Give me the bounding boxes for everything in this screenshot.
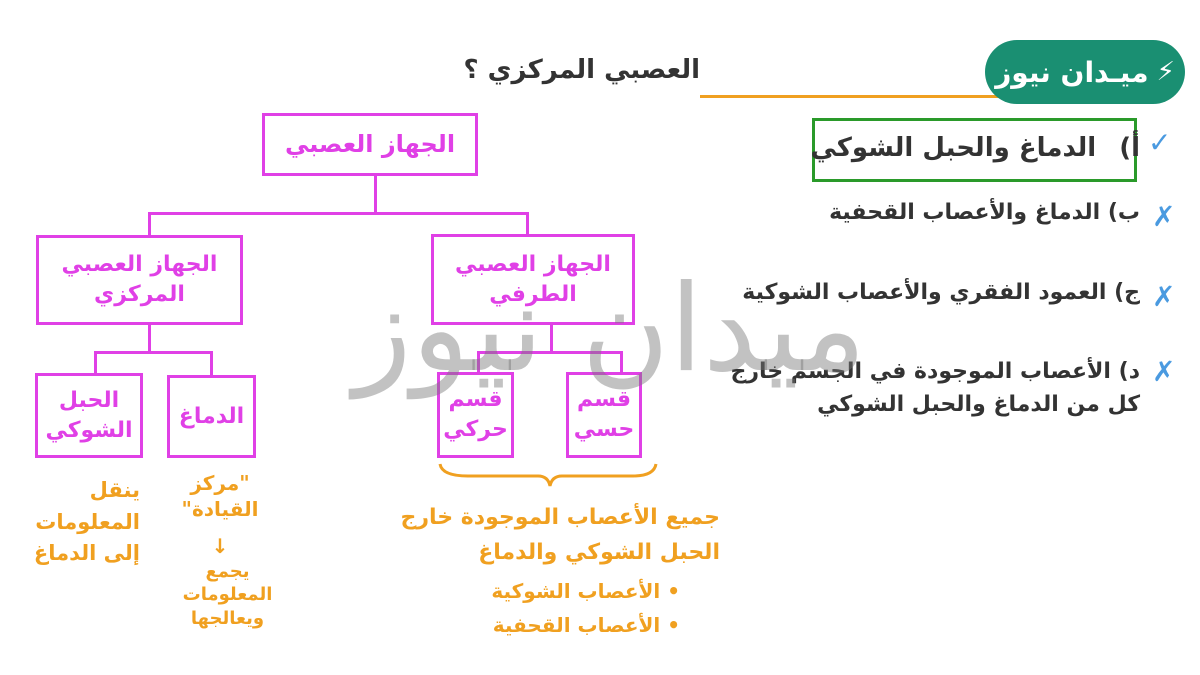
correct-answer-box bbox=[812, 118, 1137, 182]
brace bbox=[438, 463, 658, 487]
option-c: ج) العمود الفقري والأعصاب الشوكية bbox=[742, 280, 1140, 305]
note-peripheral-item: • الأعصاب الشوكية bbox=[491, 579, 680, 603]
note-brain-desc: يجمع المعلومات ويعالجها bbox=[182, 561, 273, 629]
arrow-down-icon: ↓ bbox=[211, 534, 229, 558]
note-peripheral-desc: جميع الأعصاب الموجودة خارج الحبل الشوكي … bbox=[400, 505, 721, 566]
question-underline bbox=[700, 95, 1000, 98]
watermark: ميدان نيوز bbox=[353, 260, 867, 399]
logo: ⚡ ميـدان نيوز bbox=[985, 40, 1185, 104]
option-d: د) الأعصاب الموجودة في الجسم خارج كل من … bbox=[730, 359, 1140, 417]
logo-text: ميـدان نيوز bbox=[995, 55, 1149, 89]
node-spinal-cord: الحبل الشوكي bbox=[35, 373, 143, 458]
x-mark-icon: ✗ bbox=[1152, 355, 1176, 388]
node-peripheral-nervous-system: الجهاز العصبي الطرفي bbox=[431, 234, 635, 325]
lightning-icon: ⚡ bbox=[1156, 57, 1175, 87]
note-spinal-cord: ينقل المعلومات إلى الدماغ bbox=[33, 478, 140, 565]
node-nervous-system: الجهاز العصبي bbox=[262, 113, 478, 176]
x-mark-icon: ✗ bbox=[1152, 280, 1176, 313]
question-text: العصبي المركزي ؟ bbox=[463, 55, 700, 85]
node-brain: الدماغ bbox=[167, 375, 256, 458]
option-b: ب) الدماغ والأعصاب القحفية bbox=[829, 200, 1140, 225]
x-mark-icon: ✗ bbox=[1152, 200, 1176, 233]
note-brain-title: "مركز القيادة" bbox=[181, 471, 259, 521]
check-icon: ✓ bbox=[1148, 126, 1172, 159]
node-central-nervous-system: الجهاز العصبي المركزي bbox=[36, 235, 243, 325]
note-peripheral-item: • الأعصاب القحفية bbox=[492, 613, 680, 637]
node-motor-division: قسم حركي bbox=[437, 372, 514, 458]
option-a: أ) الدماغ والحبل الشوكي bbox=[810, 133, 1140, 163]
node-sensory-division: قسم حسي bbox=[566, 372, 642, 458]
